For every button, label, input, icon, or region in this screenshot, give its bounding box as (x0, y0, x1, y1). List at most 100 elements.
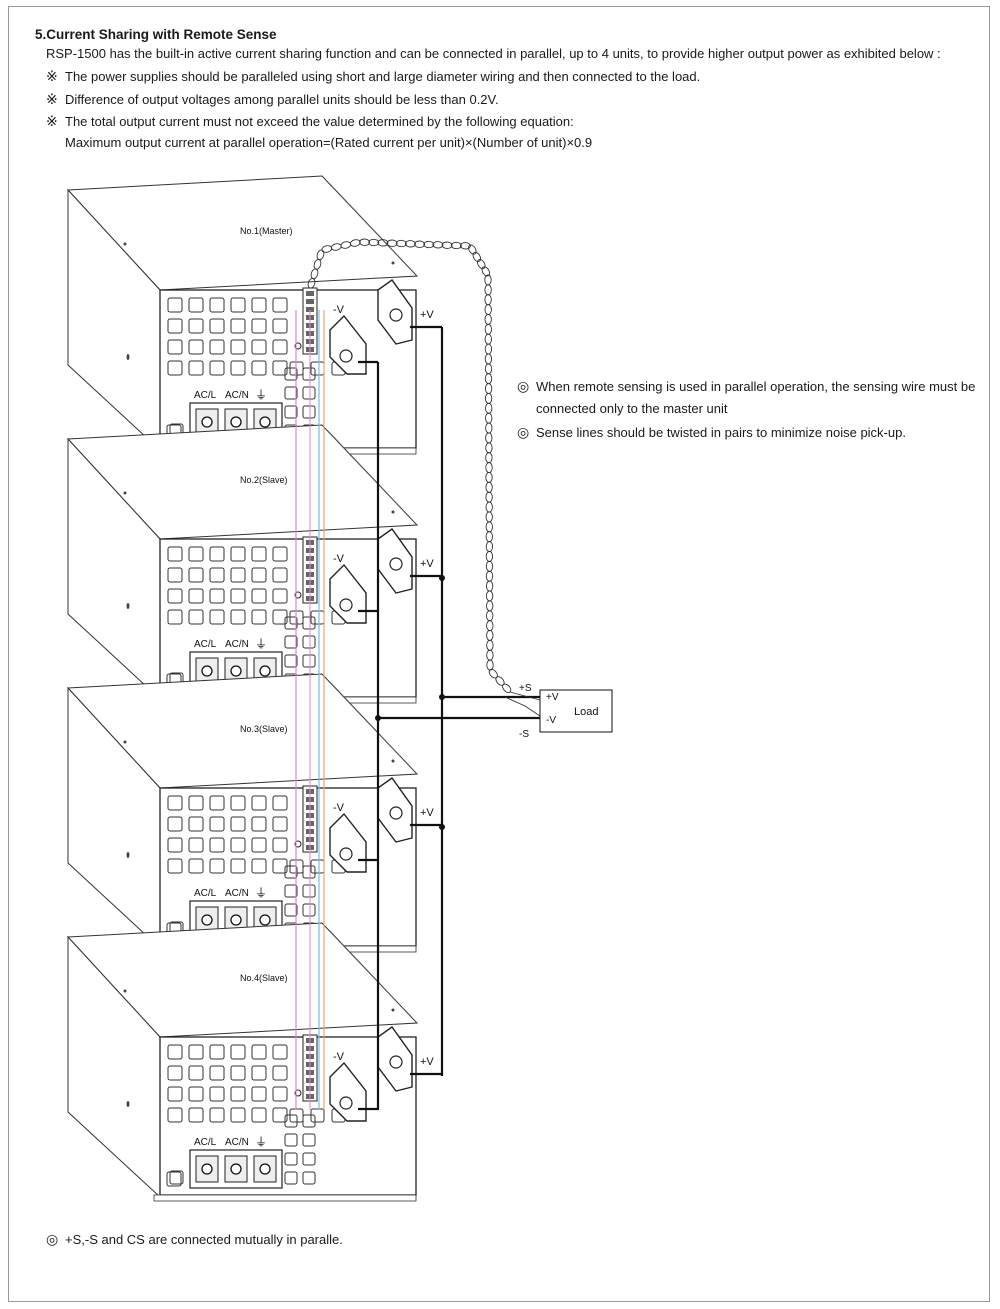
vent-slot (188, 360, 204, 376)
vent-slot (167, 1044, 183, 1060)
vent-slot (284, 367, 298, 381)
vent-slot (167, 837, 183, 853)
vent-slot (209, 297, 225, 313)
twist-link (486, 610, 494, 622)
wiring (295, 238, 541, 1110)
twist-link (423, 240, 435, 249)
sense-pos-wire (509, 691, 541, 701)
chassis-edge (329, 432, 401, 508)
remark-1: ◎When remote sensing is used in parallel… (517, 378, 975, 395)
vent-slot (167, 546, 183, 562)
junction-dot (439, 824, 445, 830)
vent-slot (302, 1133, 316, 1147)
terminal-screw (201, 914, 213, 926)
vent-slot (284, 1133, 298, 1147)
ground-symbol: ⏚ (255, 1135, 267, 1149)
vent-slot (230, 588, 246, 604)
twist-link (459, 242, 471, 250)
terminal-screw (259, 1163, 271, 1175)
vent-slot (188, 1065, 204, 1081)
ground-symbol: ⏚ (255, 637, 267, 651)
unit-label: No.4(Slave) (240, 973, 288, 983)
vent-slot (302, 386, 316, 400)
vent-slot (209, 567, 225, 583)
vent-slot (188, 567, 204, 583)
vent-slot (251, 588, 267, 604)
twist-link (485, 501, 493, 513)
vent-slot (209, 837, 225, 853)
twist-link (359, 238, 371, 246)
note-3-text: The total output current must not exceed… (65, 114, 574, 129)
screw (123, 491, 127, 495)
twist-link (485, 432, 493, 444)
vent-slot (167, 567, 183, 583)
remark-2-text: Sense lines should be twisted in pairs t… (536, 425, 906, 440)
vent-slot (230, 1065, 246, 1081)
remark-symbol: ◎ (46, 1231, 59, 1247)
vent-slot (230, 1107, 246, 1123)
twist-link (485, 570, 494, 582)
twist-link (495, 676, 505, 686)
twist-link (485, 560, 494, 572)
vent-slot (188, 546, 204, 562)
twist-link (486, 600, 494, 612)
vent-slot (188, 588, 204, 604)
vent-slot (251, 795, 267, 811)
screw (391, 1008, 395, 1012)
twist-link (368, 238, 380, 247)
terminal-screw (259, 416, 271, 428)
vent-slot (230, 858, 246, 874)
junction-dot (375, 715, 381, 721)
twist-link (484, 304, 492, 316)
unit-label: No.2(Slave) (240, 475, 288, 485)
terminal-screw (201, 416, 213, 428)
twist-link (485, 550, 494, 562)
terminal-screw (230, 665, 242, 677)
neg-output-label: -V (333, 304, 345, 316)
ground-symbol: ⏚ (255, 886, 267, 900)
vent-slot (167, 1065, 183, 1081)
vent-slot (167, 360, 183, 376)
vent-slot (188, 318, 204, 334)
twist-link (484, 353, 493, 365)
vent-slot (167, 339, 183, 355)
vent-slot (230, 297, 246, 313)
neg-output-label: -V (333, 802, 345, 814)
twist-link (485, 412, 493, 424)
vent-slot (188, 795, 204, 811)
twist-link (484, 383, 493, 395)
ac-n-label: AC/N (225, 639, 249, 650)
vent-slot (302, 865, 316, 879)
vent-slot (284, 616, 298, 630)
footer-remark: ◎+S,-S and CS are connected mutually in … (46, 1231, 343, 1248)
vent-slot (272, 1065, 288, 1081)
vent-slot (272, 816, 288, 832)
twist-link (486, 639, 494, 651)
note-1-text: The power supplies should be paralleled … (65, 69, 701, 84)
adjust-pot (294, 342, 302, 350)
vent-slot (284, 903, 298, 917)
vent-slot (209, 1086, 225, 1102)
chassis-edge (329, 930, 401, 1006)
pos-output-label: +V (420, 558, 434, 570)
vent-slot (272, 339, 288, 355)
note-2-text: Difference of output voltages among para… (65, 92, 499, 107)
vent-slot (272, 567, 288, 583)
twist-link (484, 284, 492, 296)
unit-label: No.3(Slave) (240, 724, 288, 734)
vent-slot (230, 318, 246, 334)
remark-symbol: ◎ (517, 424, 530, 440)
twist-link (484, 343, 493, 355)
terminal-screw (230, 914, 242, 926)
twist-link (485, 471, 493, 483)
twisted-sense-pair (307, 238, 541, 717)
load-neg-label: -V (546, 715, 556, 726)
twist-link (485, 462, 493, 474)
vent-slot (230, 567, 246, 583)
vent-grid (166, 297, 346, 440)
remark-2: ◎ Sense lines should be twisted in pairs … (517, 424, 906, 441)
twist-link (486, 629, 494, 641)
section-heading: 5.Current Sharing with Remote Sense (35, 27, 277, 42)
twist-link (472, 251, 482, 262)
ground-symbol: ⏚ (255, 388, 267, 402)
